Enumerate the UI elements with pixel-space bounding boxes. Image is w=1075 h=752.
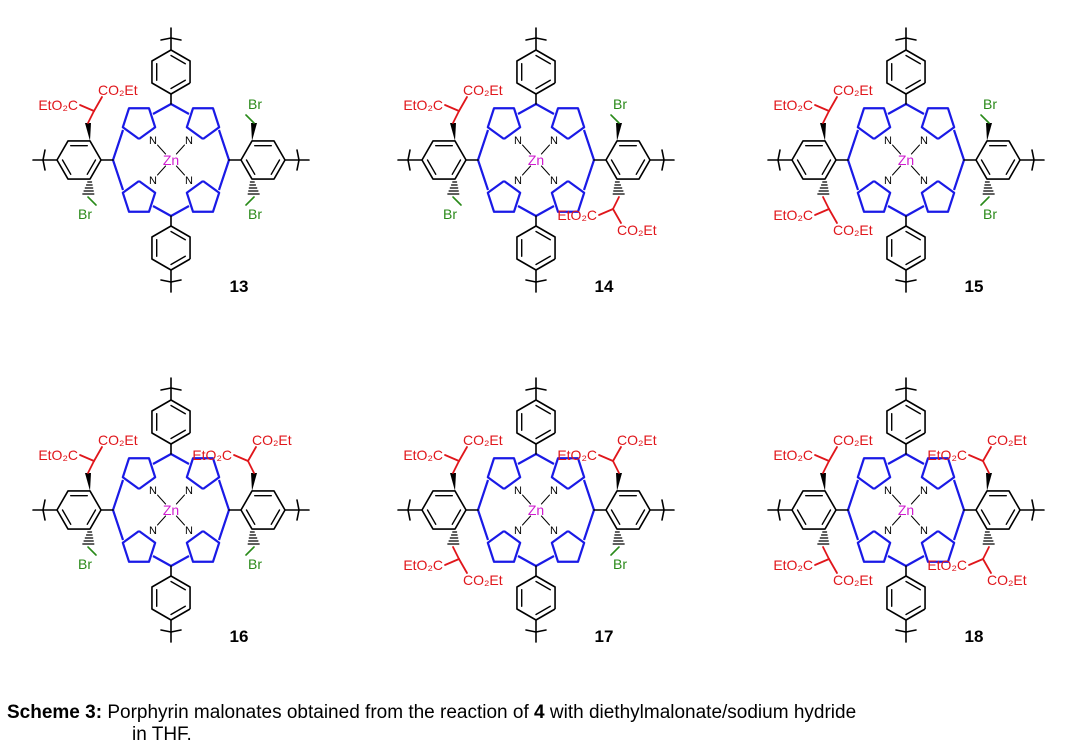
zinc-label: Zn (528, 502, 544, 518)
ester-label-left: EtO₂C (38, 447, 78, 463)
bromide-label: Br (983, 96, 997, 112)
nitrogen-label: N (149, 485, 157, 497)
zinc-label: Zn (898, 152, 914, 168)
ester-label-right: CO₂Et (463, 432, 503, 448)
ester-label-left: EtO₂C (773, 207, 813, 223)
nitrogen-label: N (514, 485, 522, 497)
nitrogen-label: N (550, 485, 558, 497)
compound-number: 13 (230, 277, 249, 296)
nitrogen-label: N (884, 525, 892, 537)
bromide-label: Br (248, 556, 262, 572)
ester-label-right: CO₂Et (833, 222, 873, 238)
nitrogen-label: N (185, 175, 193, 187)
compound-number: 15 (965, 277, 984, 296)
zinc-label: Zn (163, 502, 179, 518)
ester-label-right: CO₂Et (98, 432, 138, 448)
ester-label-left: EtO₂C (403, 557, 443, 573)
caption-text-before: Porphyrin malonates obtained from the re… (102, 702, 535, 723)
ester-label-right: CO₂Et (617, 222, 657, 238)
ester-label-left: EtO₂C (403, 97, 443, 113)
bromide-label: Br (78, 556, 92, 572)
caption-text-after: with diethylmalonate/sodium hydride (544, 702, 857, 723)
nitrogen-label: N (884, 175, 892, 187)
compound-number: 17 (595, 627, 614, 646)
bromide-label: Br (443, 206, 457, 222)
nitrogen-label: N (920, 175, 928, 187)
zinc-label: Zn (528, 152, 544, 168)
ester-label-left: EtO₂C (557, 207, 597, 223)
caption-compound-ref: 4 (534, 702, 545, 723)
zinc-label: Zn (163, 152, 179, 168)
nitrogen-label: N (920, 135, 928, 147)
ester-label-left: EtO₂C (773, 557, 813, 573)
ester-label-right: CO₂Et (463, 572, 503, 588)
ester-label-right: CO₂Et (987, 572, 1027, 588)
bromide-label: Br (613, 96, 627, 112)
ester-label-left: EtO₂C (557, 447, 597, 463)
ester-label-left: EtO₂C (773, 447, 813, 463)
bromide-label: Br (613, 556, 627, 572)
bromide-label: Br (248, 206, 262, 222)
nitrogen-label: N (185, 485, 193, 497)
ester-label-right: CO₂Et (833, 572, 873, 588)
nitrogen-label: N (884, 485, 892, 497)
nitrogen-label: N (149, 175, 157, 187)
scheme-caption: Scheme 3: Porphyrin malonates obtained f… (7, 702, 1067, 746)
nitrogen-label: N (514, 175, 522, 187)
nitrogen-label: N (514, 135, 522, 147)
ester-label-right: CO₂Et (833, 82, 873, 98)
ester-label-right: CO₂Et (463, 82, 503, 98)
compound-number: 16 (230, 627, 249, 646)
ester-label-right: CO₂Et (617, 432, 657, 448)
nitrogen-label: N (185, 525, 193, 537)
ester-label-right: CO₂Et (98, 82, 138, 98)
nitrogen-label: N (149, 135, 157, 147)
nitrogen-label: N (550, 175, 558, 187)
ester-label-left: EtO₂C (927, 557, 967, 573)
nitrogen-label: N (514, 525, 522, 537)
compound-number: 14 (595, 277, 614, 296)
ester-label-left: EtO₂C (403, 447, 443, 463)
zinc-label: Zn (898, 502, 914, 518)
caption-line-2: in THF. (132, 724, 192, 745)
bromide-label: Br (78, 206, 92, 222)
ester-label-left: EtO₂C (773, 97, 813, 113)
ester-label-left: EtO₂C (927, 447, 967, 463)
ester-label-right: CO₂Et (987, 432, 1027, 448)
nitrogen-label: N (920, 485, 928, 497)
caption-title: Scheme 3: (7, 702, 103, 723)
nitrogen-label: N (550, 525, 558, 537)
nitrogen-label: N (920, 525, 928, 537)
nitrogen-label: N (550, 135, 558, 147)
ester-label-left: EtO₂C (38, 97, 78, 113)
bromide-label: Br (248, 96, 262, 112)
ester-label-right: CO₂Et (252, 432, 292, 448)
bromide-label: Br (983, 206, 997, 222)
ester-label-left: EtO₂C (192, 447, 232, 463)
nitrogen-label: N (149, 525, 157, 537)
compound-number: 18 (965, 627, 984, 646)
ester-label-right: CO₂Et (833, 432, 873, 448)
nitrogen-label: N (884, 135, 892, 147)
nitrogen-label: N (185, 135, 193, 147)
